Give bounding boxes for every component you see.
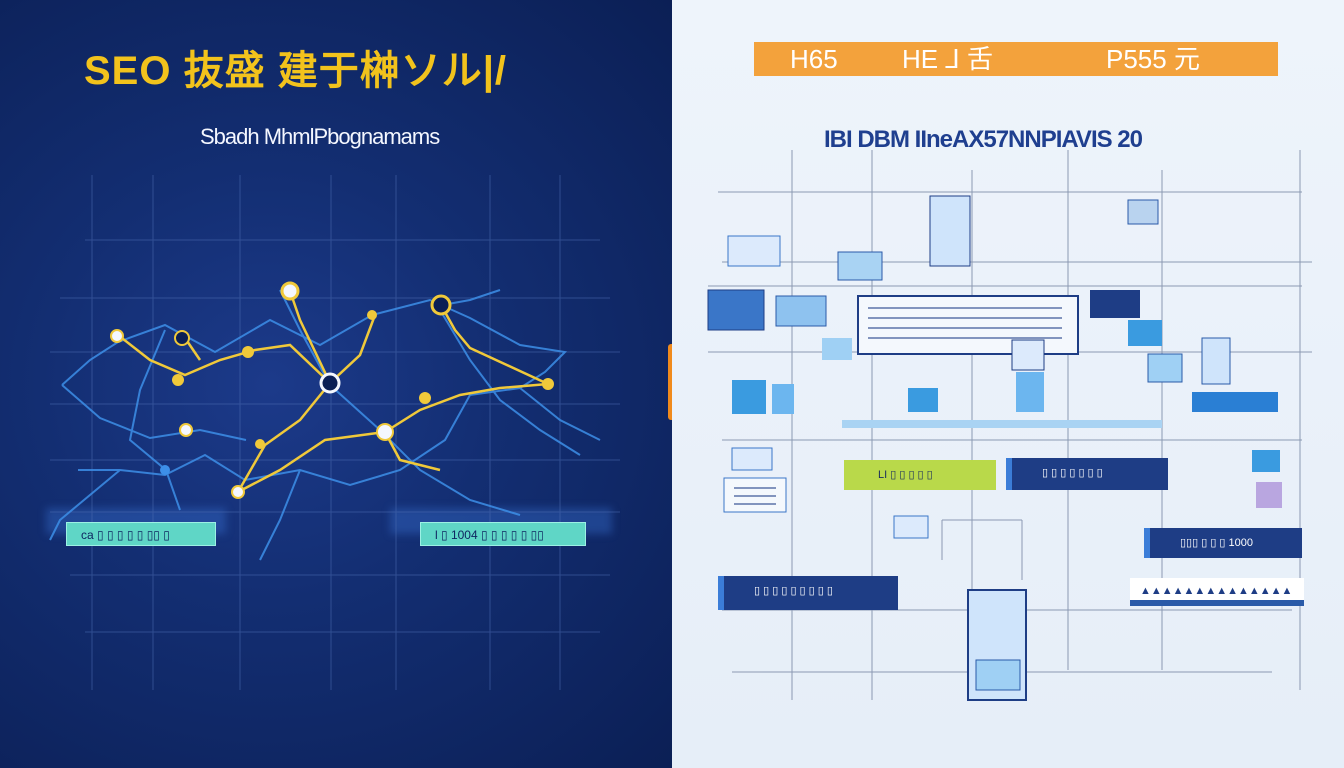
- network-node: [110, 329, 124, 343]
- network-yellow-paths: [117, 290, 549, 494]
- diagram-label-box: ▯▯▯ ▯ ▯ ▯ 1000: [1144, 528, 1302, 558]
- diagram-card: [857, 295, 1079, 355]
- diagram-card: [1252, 450, 1280, 472]
- network-node: [367, 310, 377, 320]
- system-diagram: [707, 150, 1312, 701]
- right-header: H65 HE ⅃ 舌 P555 元: [754, 42, 1278, 76]
- network-node: [542, 378, 554, 390]
- diagram-card: [1128, 320, 1162, 346]
- network-node: [419, 392, 431, 404]
- diagram-card: [1147, 353, 1183, 383]
- diagram-card: [1090, 290, 1140, 318]
- diagram-card: [1011, 339, 1045, 371]
- header-text: P555 元: [1106, 44, 1200, 74]
- left-title: SEO 抜盛 建于榊ソル|/: [84, 49, 508, 93]
- diagram-card: [775, 295, 827, 327]
- diagram-card: [929, 195, 971, 267]
- diagram-card: [1256, 482, 1282, 508]
- diagram-label-box: ▯ ▯ ▯ ▯ ▯ ▯ ▯: [1006, 458, 1168, 490]
- diagram-label-box: ▲▲▲▲▲▲▲▲▲▲▲▲▲▲: [1130, 578, 1304, 606]
- diagram-label-box: LI ▯ ▯ ▯ ▯ ▯: [844, 460, 996, 490]
- network-node: [160, 465, 170, 475]
- right-subtitle: IBI DBM IIneAX57NNPIAVIS 20: [824, 126, 1143, 153]
- diagram-card: [893, 515, 929, 539]
- network-node: [376, 423, 394, 441]
- diagram-card: [723, 477, 787, 513]
- network-node: [179, 423, 193, 437]
- network-nodes: [110, 281, 554, 499]
- diagram-cards: [707, 195, 1282, 701]
- header-text: HE ⅃ 舌: [902, 44, 994, 74]
- diagram-card: [732, 380, 766, 414]
- diagram-label-box: ▯ ▯ ▯ ▯ ▯ ▯ ▯ ▯ ▯: [718, 576, 898, 610]
- diagram-card: [822, 338, 852, 360]
- diagram-card: [772, 384, 794, 414]
- network-node: [242, 346, 254, 358]
- diagram-card: [975, 659, 1021, 691]
- diagram-card: [908, 388, 938, 412]
- right-panel: H65 HE ⅃ 舌 P555 元 IBI DBM IIneAX57NNPIAV…: [672, 0, 1344, 768]
- diagram-card: [837, 251, 883, 281]
- diagram-card: [1127, 199, 1159, 225]
- network-node: [430, 294, 452, 316]
- network-blue-paths: [49, 289, 601, 561]
- diagram-card-lines: [734, 307, 1062, 505]
- diagram-card: [1201, 337, 1231, 385]
- left-panel: SEO 抜盛 建于榊ソル|/ Sbadh MhmlPbognamams ca ▯…: [0, 0, 672, 768]
- network-node: [174, 330, 190, 346]
- header-text: H65: [790, 44, 838, 74]
- network-node: [255, 439, 265, 449]
- diagram-card: [731, 447, 773, 471]
- diagram-card: [1192, 392, 1278, 412]
- network-label: l ▯ 1004 ▯ ▯ ▯ ▯ ▯ ▯▯: [420, 522, 586, 546]
- network-node: [319, 372, 341, 394]
- network-label: ca ▯ ▯ ▯ ▯ ▯ ▯▯ ▯: [66, 522, 216, 546]
- diagram-card: [707, 289, 765, 331]
- left-subtitle: Sbadh MhmlPbognamams: [200, 124, 440, 149]
- divider-handle[interactable]: [668, 344, 675, 420]
- network-node: [172, 374, 184, 386]
- network-node: [280, 281, 300, 301]
- diagram-card: [842, 420, 1162, 428]
- grid-lines: [50, 175, 620, 690]
- diagram-card: [727, 235, 781, 267]
- network-node: [231, 485, 245, 499]
- network-diagram: [49, 175, 620, 690]
- diagram-card: [1016, 372, 1044, 412]
